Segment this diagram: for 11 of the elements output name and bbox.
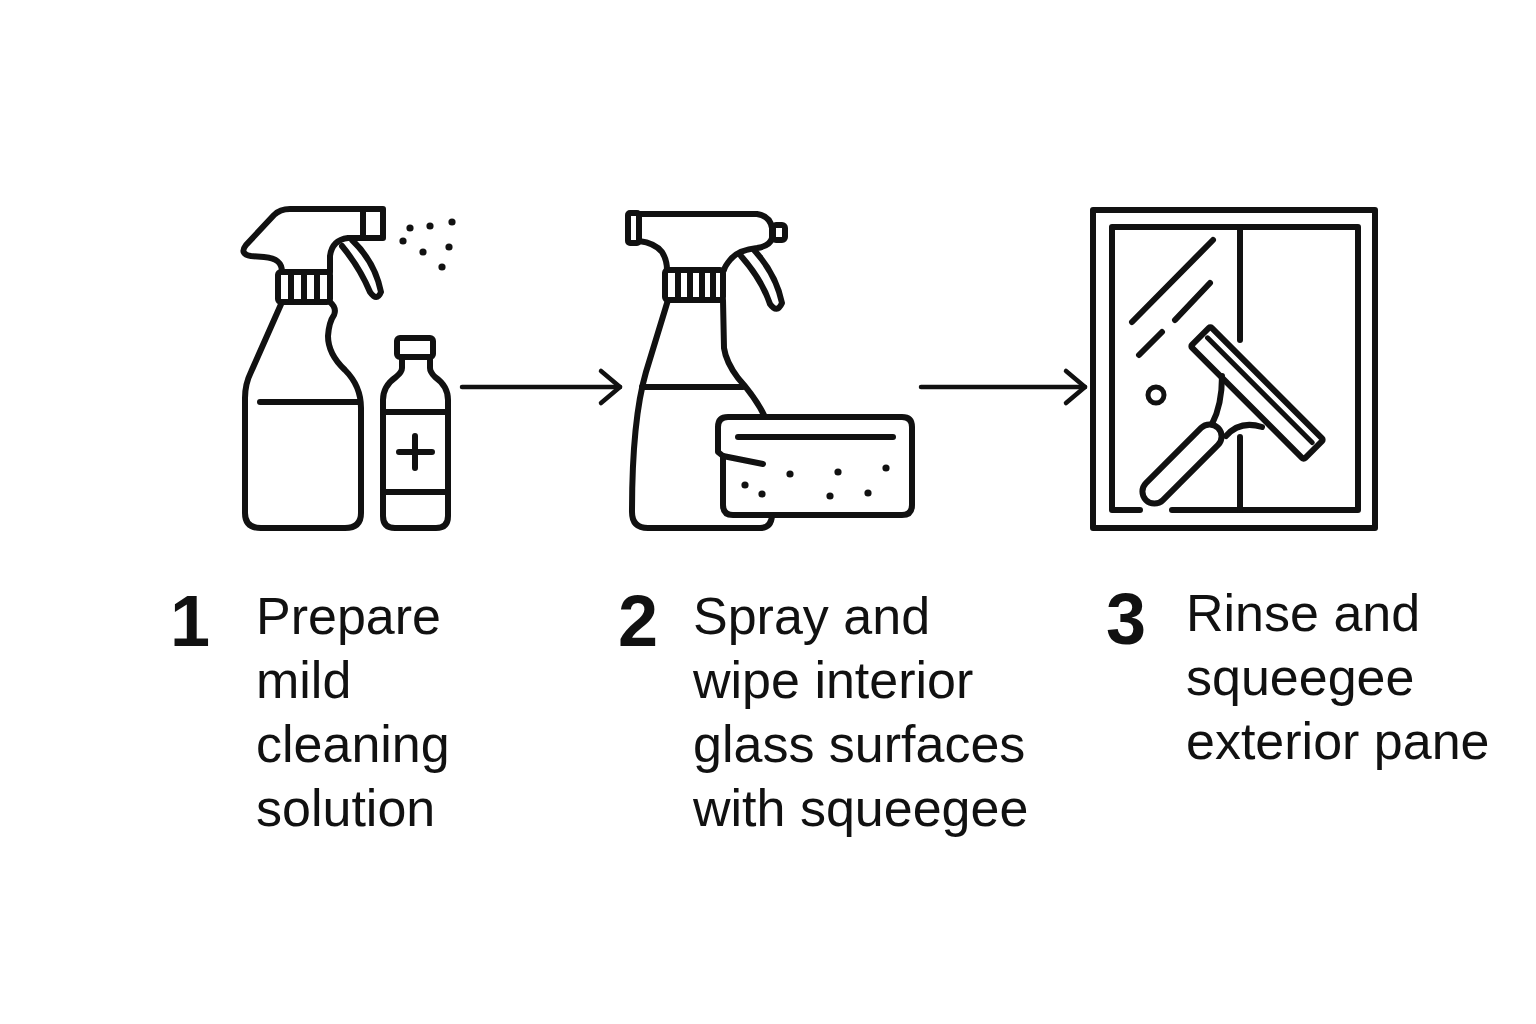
window-squeegee-drawing <box>1090 207 1378 531</box>
spray-bottle-sponge-drawing <box>625 210 916 532</box>
arrow <box>459 368 623 406</box>
step-number: 1 <box>170 581 211 661</box>
step-number: 2 <box>618 581 659 661</box>
step-number: 3 <box>1106 579 1147 659</box>
spray-bottles-drawing <box>239 205 457 532</box>
step-text: Spray and wipe interior glass surfaces with squeegee <box>693 586 1030 839</box>
step-text: Prepare mild cleaning solution <box>256 586 451 839</box>
arrow <box>918 368 1088 406</box>
step-text: Rinse and squeegee exterior pane <box>1186 583 1491 772</box>
